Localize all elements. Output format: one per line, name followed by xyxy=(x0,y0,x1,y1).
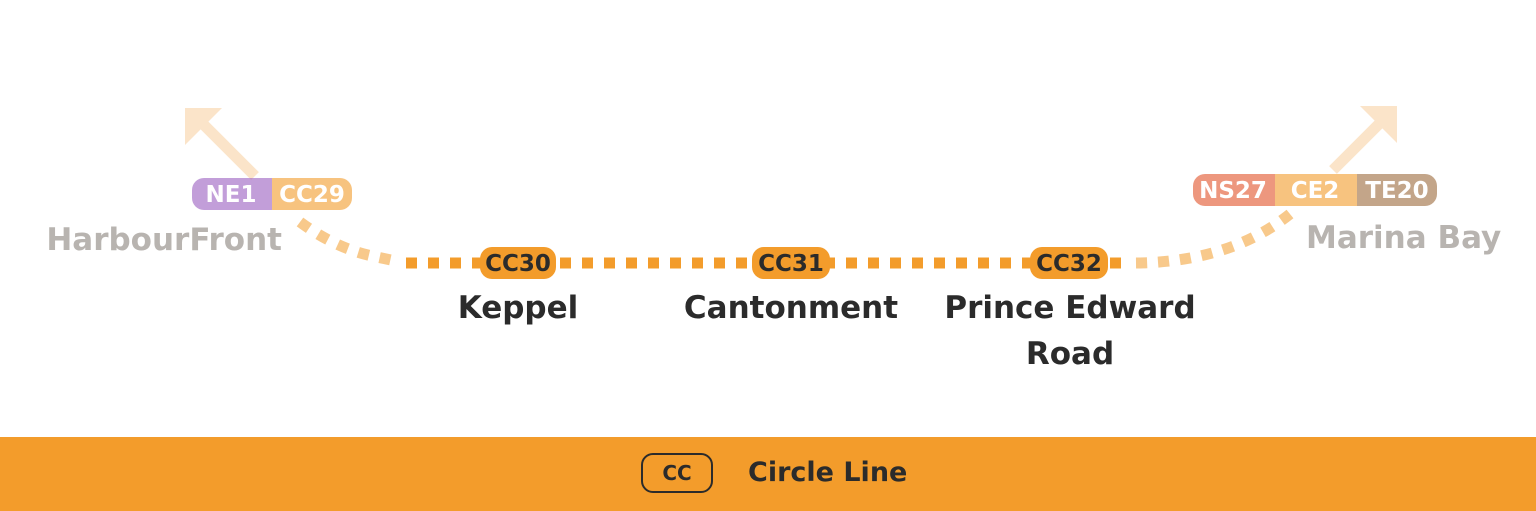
station-code-badge xyxy=(752,247,830,279)
station-code-badge xyxy=(1357,174,1437,206)
station-name-label: Marina Bay xyxy=(1306,220,1501,256)
station-code-label: TE20 xyxy=(1365,178,1428,204)
station-name-label: Keppel xyxy=(458,290,579,326)
station-code-label: CC31 xyxy=(758,251,824,277)
station-code-label: CC30 xyxy=(485,251,551,277)
line-name-label: Circle Line xyxy=(748,457,908,488)
station-code-badge xyxy=(480,247,556,279)
track-segment-faded-right xyxy=(1135,209,1294,269)
arrow-right-icon xyxy=(1329,106,1397,174)
station-code-label: NE1 xyxy=(206,182,257,208)
station-code-badge xyxy=(272,178,352,210)
station-name-label: HarbourFront xyxy=(46,222,282,258)
station-code-label: CC29 xyxy=(279,182,345,208)
station-code-group: NE1 CC29 xyxy=(192,178,352,210)
station-code-badge xyxy=(192,178,272,210)
arrow-left-icon xyxy=(185,108,259,180)
station-name-label: Prince Edward xyxy=(944,290,1195,326)
station-code-label: CE2 xyxy=(1291,178,1340,204)
station-code-label: CC32 xyxy=(1036,251,1102,277)
station-code-group: CC32 xyxy=(1030,247,1108,279)
station-code-group: CC30 xyxy=(480,247,556,279)
legend-bar: CC Circle Line xyxy=(0,437,1536,511)
station-name-label: Cantonment xyxy=(684,290,898,326)
station-code-group: CC31 xyxy=(752,247,830,279)
station-code-badge xyxy=(1030,247,1108,279)
line-code-badge: CC xyxy=(641,453,713,493)
track-segment-faded-left xyxy=(296,217,402,268)
station-code-badge xyxy=(1275,174,1357,206)
station-code-group: NS27 CE2 TE20 xyxy=(1193,174,1437,206)
station-code-badge xyxy=(1193,174,1275,206)
station-code-label: NS27 xyxy=(1199,178,1267,204)
station-name-label: Road xyxy=(1026,336,1114,372)
